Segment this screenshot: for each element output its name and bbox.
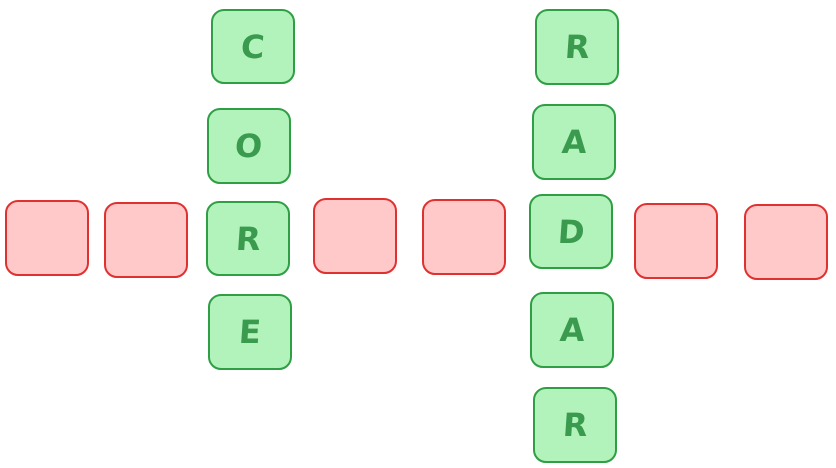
tile-radar-a2[interactable]: A xyxy=(530,292,614,368)
tile-row-empty-5[interactable] xyxy=(634,203,718,279)
tile-radar-a1[interactable]: A xyxy=(532,104,616,180)
tile-core-c[interactable]: C xyxy=(211,9,295,84)
tile-letter: A xyxy=(558,311,586,349)
tile-letter: C xyxy=(239,27,267,66)
tile-row-empty-2[interactable] xyxy=(104,202,188,278)
tile-core-e[interactable]: E xyxy=(208,294,292,370)
tile-row-empty-3[interactable] xyxy=(313,198,397,274)
tile-radar-d[interactable]: D xyxy=(529,194,613,269)
tile-letter: A xyxy=(560,123,588,161)
tile-row-empty-6[interactable] xyxy=(744,204,828,280)
tile-letter: D xyxy=(556,212,586,251)
tile-letter: R xyxy=(563,28,591,66)
tile-letter: E xyxy=(237,313,263,351)
tile-core-o[interactable]: O xyxy=(207,108,291,184)
tile-core-r[interactable]: R xyxy=(206,201,290,276)
tile-row-empty-4[interactable] xyxy=(422,199,506,275)
tile-row-empty-1[interactable] xyxy=(5,200,89,276)
tile-letter: R xyxy=(234,219,262,258)
tile-letter: R xyxy=(561,406,589,444)
tile-letter: O xyxy=(234,127,264,165)
tile-radar-r2[interactable]: R xyxy=(533,387,617,463)
tile-radar-r1[interactable]: R xyxy=(535,9,619,85)
